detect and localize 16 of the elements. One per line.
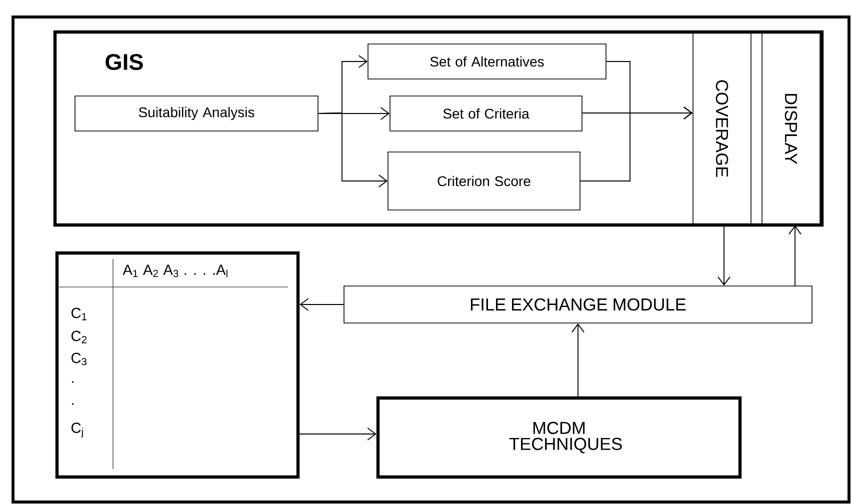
- arrow: [300, 298, 344, 311]
- technique-box: MCDM TECHNIQUES: [376, 396, 742, 479]
- process-box: Set of Criteria: [390, 96, 582, 132]
- arrow: [788, 225, 802, 286]
- arrow: [718, 224, 730, 286]
- arrow: [572, 323, 584, 398]
- matrix-table: A$_{1}$ A$_{2}$ A$_{3}$ . . . .A$_{l}$ C$_{1}$ C$_{2}$ C$_{3}$ . . C$_{j}$: [55, 251, 300, 479]
- arrow: [318, 112, 388, 188]
- process-box: Criterion Score: [388, 152, 580, 210]
- process-box: Suitability Analysis: [74, 96, 318, 132]
- display-band: DISPLAY: [762, 32, 820, 226]
- arrow: [299, 428, 376, 440]
- coverage-band: COVERAGE: [692, 32, 752, 226]
- module-box: FILE EXCHANGE MODULE: [344, 286, 812, 324]
- arrow: [580, 106, 693, 182]
- process-box: Set of Alternatives: [368, 44, 606, 80]
